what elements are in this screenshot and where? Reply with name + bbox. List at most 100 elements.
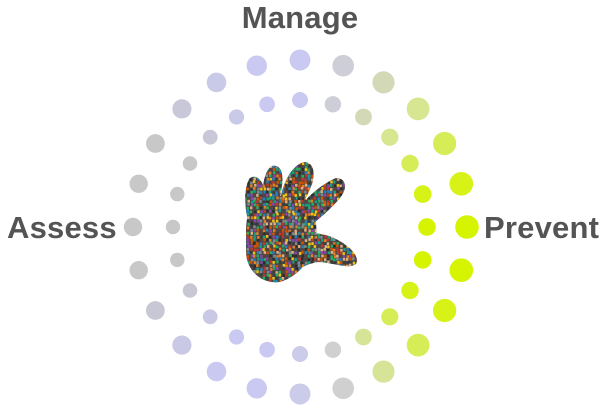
- crowd-speck: [256, 264, 259, 267]
- crowd-speck: [353, 172, 356, 175]
- crowd-speck: [317, 284, 319, 287]
- crowd-speck: [276, 235, 279, 239]
- crowd-speck: [321, 216, 324, 219]
- crowd-speck: [352, 232, 355, 236]
- crowd-speck: [266, 232, 269, 236]
- crowd-speck: [342, 274, 345, 278]
- crowd-speck: [304, 234, 307, 238]
- crowd-speck: [302, 277, 305, 280]
- crowd-speck: [250, 206, 253, 210]
- crowd-speck: [337, 283, 339, 286]
- crowd-speck: [275, 171, 278, 174]
- crowd-speck: [266, 177, 270, 181]
- crowd-speck: [279, 196, 282, 200]
- crowd-speck: [249, 165, 252, 168]
- crowd-speck: [346, 255, 349, 259]
- crowd-speck: [282, 174, 285, 178]
- crowd-speck: [291, 162, 295, 166]
- crowd-speck: [260, 258, 263, 262]
- crowd-speck: [278, 168, 282, 172]
- crowd-speck: [320, 283, 322, 286]
- crowd-speck: [304, 270, 307, 273]
- crowd-speck: [308, 213, 311, 216]
- crowd-speck: [317, 232, 320, 236]
- crowd-speck: [253, 254, 256, 258]
- crowd-speck: [345, 229, 349, 233]
- crowd-speck: [323, 261, 326, 265]
- crowd-speck: [305, 203, 308, 207]
- crowd-speck: [269, 241, 273, 245]
- crowd-speck: [266, 284, 268, 287]
- crowd-speck: [321, 187, 324, 190]
- crowd-speck: [254, 210, 257, 214]
- crowd-speck: [304, 267, 307, 270]
- crowd-speck: [262, 261, 266, 265]
- crowd-speck: [289, 159, 291, 162]
- inner-ring-dot: [401, 281, 419, 300]
- crowd-speck: [343, 284, 345, 287]
- crowd-speck: [311, 267, 314, 271]
- crowd-speck: [329, 196, 333, 200]
- crowd-speck: [254, 216, 257, 220]
- crowd-speck: [330, 180, 333, 184]
- crowd-speck: [266, 213, 270, 217]
- crowd-speck: [256, 162, 260, 165]
- crowd-speck: [340, 274, 343, 278]
- crowd-speck: [360, 277, 362, 280]
- crowd-speck: [307, 283, 309, 286]
- crowd-speck: [294, 220, 297, 223]
- crowd-speck: [298, 257, 301, 261]
- crowd-speck: [320, 248, 323, 252]
- crowd-speck: [359, 254, 361, 257]
- crowd-speck: [272, 257, 275, 261]
- crowd-speck: [272, 183, 276, 187]
- crowd-speck: [304, 220, 308, 223]
- crowd-speck: [285, 267, 289, 270]
- crowd-speck: [362, 236, 364, 239]
- crowd-speck: [311, 187, 314, 191]
- crowd-speck: [266, 200, 269, 204]
- crowd-speck: [262, 226, 266, 229]
- crowd-speck: [327, 197, 330, 200]
- crowd-speck: [286, 287, 288, 290]
- crowd-speck: [247, 190, 250, 194]
- crowd-speck: [288, 197, 291, 201]
- crowd-speck: [343, 183, 346, 187]
- crowd-speck: [262, 248, 265, 251]
- crowd-speck: [311, 164, 314, 168]
- crowd-speck: [250, 171, 253, 175]
- crowd-speck: [245, 276, 246, 280]
- crowd-speck: [311, 175, 314, 178]
- crowd-speck: [362, 198, 364, 201]
- crowd-speck: [281, 222, 285, 226]
- crowd-speck: [350, 284, 352, 287]
- crowd-speck: [240, 216, 242, 219]
- crowd-speck: [272, 209, 275, 213]
- crowd-speck: [284, 215, 288, 219]
- crowd-speck: [279, 165, 282, 169]
- crowd-speck: [359, 204, 361, 207]
- outer-ring-dot: [332, 54, 355, 77]
- crowd-speck: [305, 194, 308, 198]
- crowd-speck: [307, 223, 311, 226]
- inner-ring-dot: [418, 218, 436, 236]
- crowd-speck: [263, 251, 266, 254]
- crowd-speck: [298, 186, 301, 190]
- crowd-speck: [263, 270, 266, 273]
- crowd-speck: [272, 251, 275, 255]
- crowd-speck: [282, 164, 285, 168]
- crowd-speck: [253, 199, 256, 203]
- crowd-speck: [339, 169, 342, 172]
- outer-ring-dot: [449, 172, 474, 196]
- crowd-speck: [363, 261, 365, 264]
- crowd-speck: [346, 197, 349, 201]
- crowd-speck: [269, 168, 272, 172]
- crowd-speck: [256, 159, 258, 162]
- crowd-speck: [269, 209, 272, 213]
- crowd-speck: [288, 267, 291, 271]
- crowd-speck: [313, 280, 317, 283]
- crowd-speck: [241, 191, 243, 194]
- crowd-speck: [292, 177, 295, 181]
- crowd-speck: [245, 267, 247, 270]
- crowd-speck: [304, 254, 307, 258]
